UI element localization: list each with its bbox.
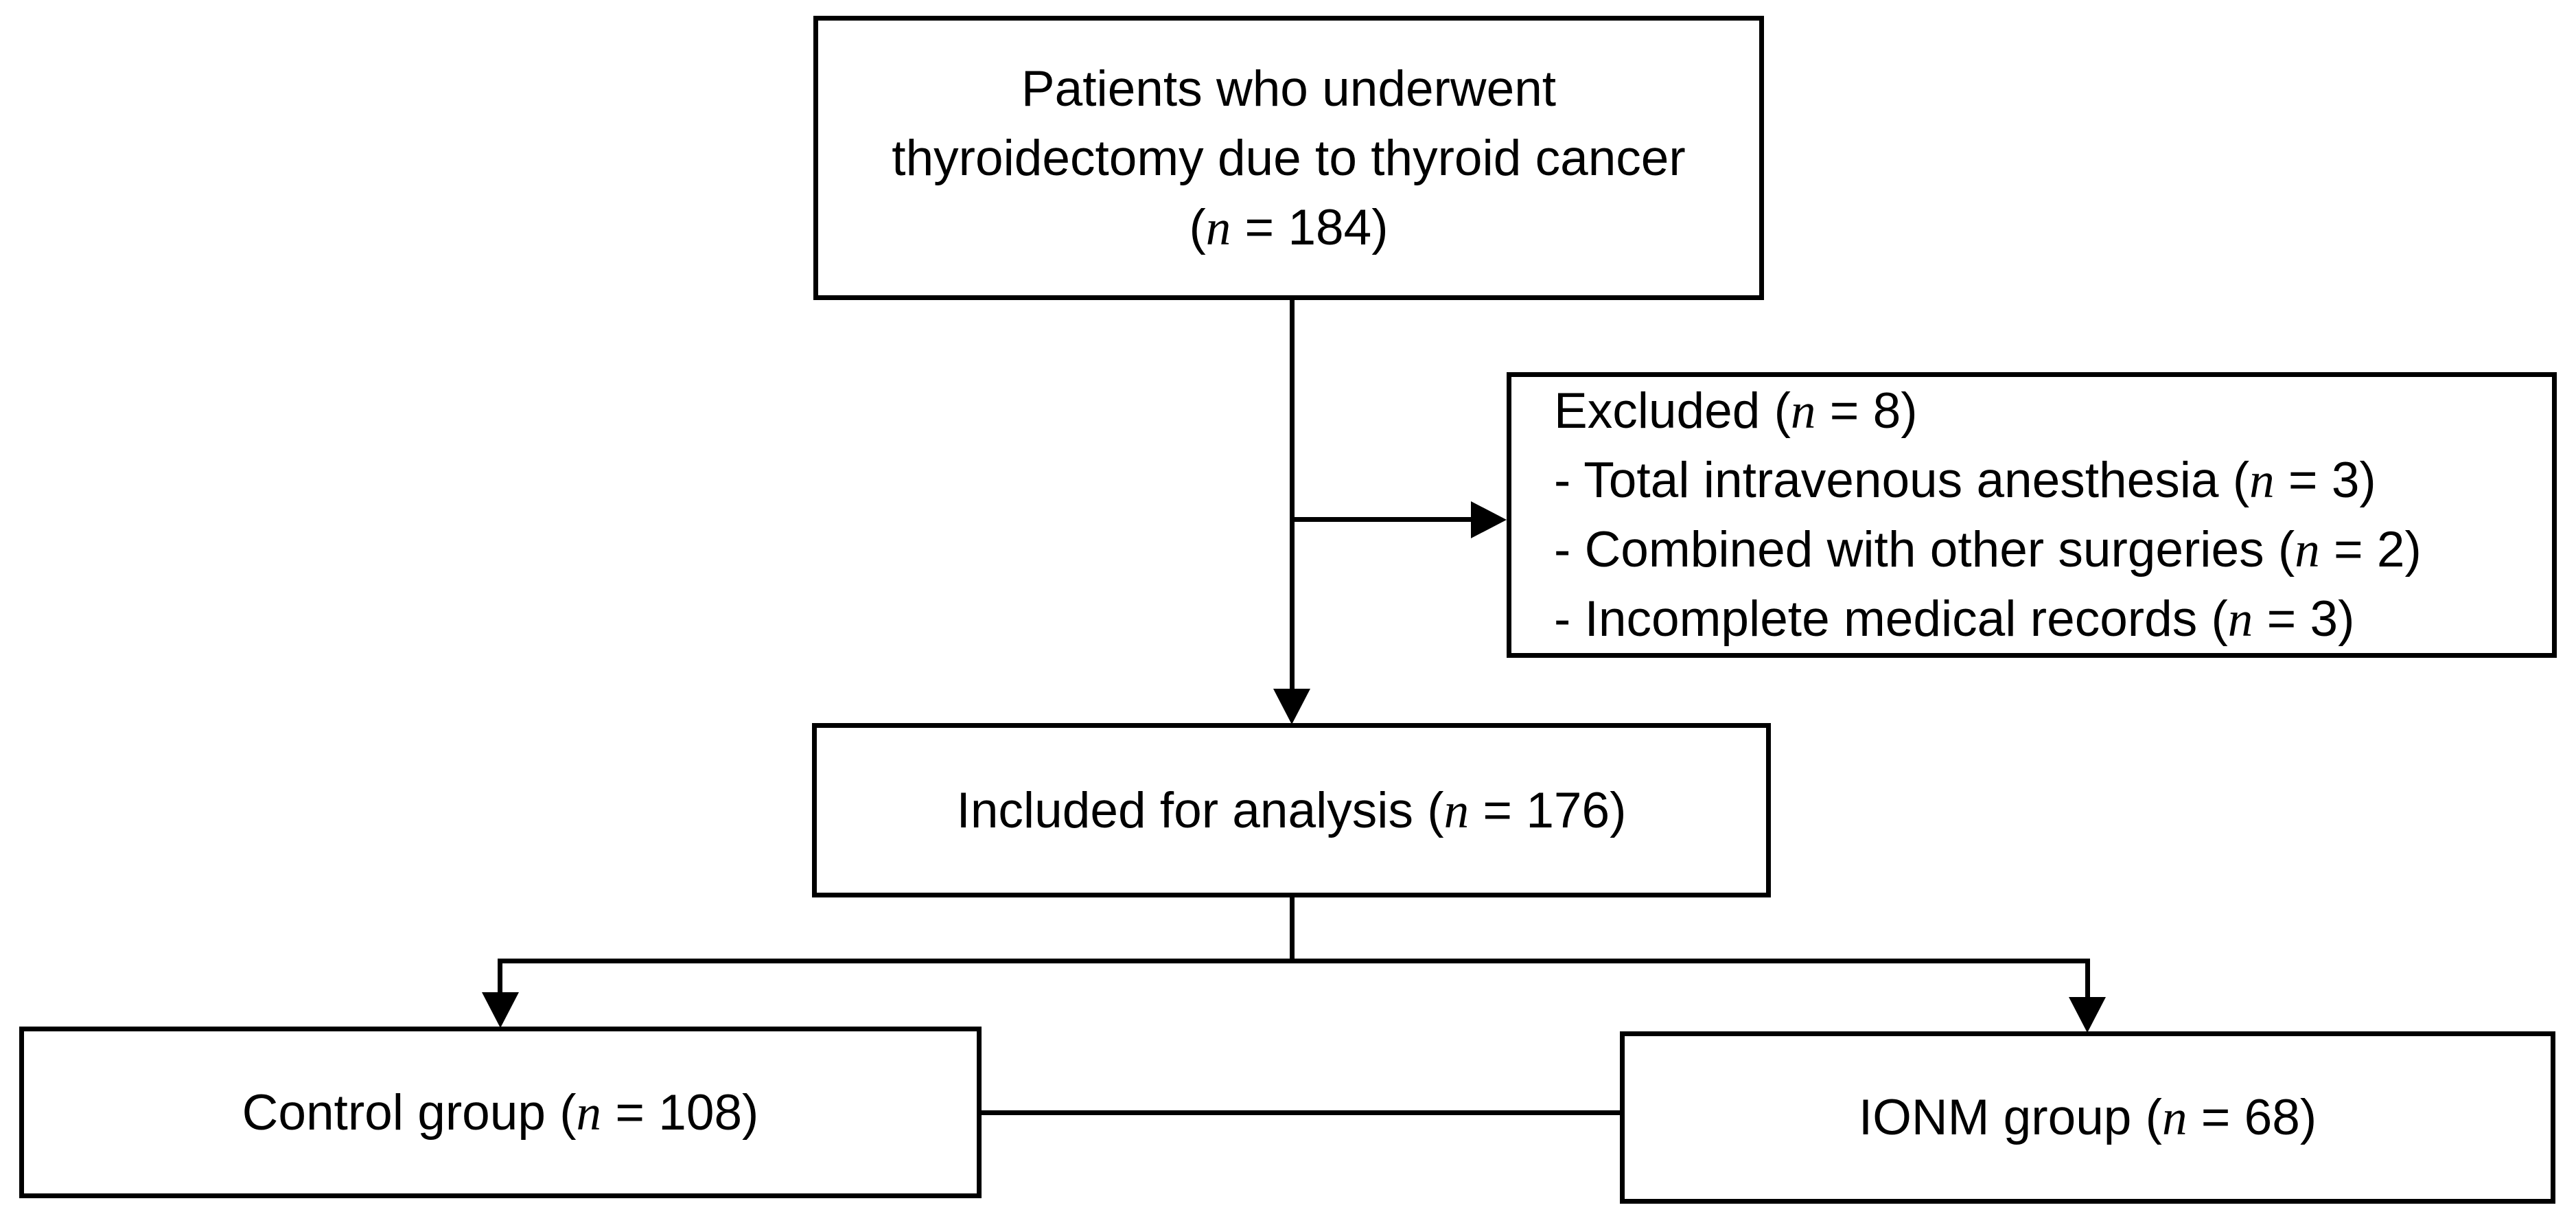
connector-split-horizontal-line (498, 959, 2090, 963)
excluded-text: Excluded (n = 8) - Total intravenous ane… (1511, 376, 2552, 654)
excluded-item-3-n-symbol: n (2227, 591, 2253, 647)
excluded-item-2: - Combined with other surgeries (n = 2) (1554, 515, 2541, 584)
ionm-group-text: IONM group (n = 68) (1625, 1083, 2551, 1152)
ionm-group-label: IONM group (n = 68) (1625, 1083, 2551, 1152)
eligible-line-1: Patients who underwent (1021, 60, 1557, 117)
connector-to-ionm-line (2085, 959, 2090, 1000)
arrowhead-into-control-icon (482, 992, 519, 1028)
eligible-n-symbol: n (1205, 199, 1231, 255)
excluded-item-3: - Incomplete medical records (n = 3) (1554, 584, 2541, 654)
excluded-item-2-n-symbol: n (2295, 522, 2320, 577)
excluded-item-1-prefix: - Total intravenous anesthesia ( (1554, 453, 2250, 508)
control-n-symbol: n (576, 1084, 602, 1141)
control-group-label: Control group (n = 108) (24, 1078, 977, 1147)
excluded-item-1: - Total intravenous anesthesia (n = 3) (1554, 446, 2541, 515)
control-suffix: = 108) (601, 1084, 759, 1141)
flow-box-included: Included for analysis (n = 176) (812, 723, 1771, 897)
control-prefix: Control group ( (242, 1084, 577, 1141)
connector-included-down-line (1290, 896, 1295, 961)
eligible-count-suffix: = 184) (1231, 199, 1389, 255)
control-group-text: Control group (n = 108) (24, 1078, 977, 1147)
flow-box-eligible-patients: Patients who underwent thyroidectomy due… (813, 16, 1764, 300)
connector-to-excluded-line (1292, 517, 1474, 522)
ionm-suffix: = 68) (2187, 1090, 2317, 1145)
connector-to-control-line (498, 959, 502, 996)
arrowhead-into-included-icon (1273, 689, 1310, 724)
excluded-item-1-n-symbol: n (2249, 453, 2275, 508)
included-n-symbol: n (1443, 782, 1470, 838)
eligible-count-prefix: ( (1189, 199, 1206, 255)
excluded-item-1-suffix: = 3) (2274, 453, 2376, 508)
eligible-line-2: thyroidectomy due to thyroid cancer (892, 130, 1686, 186)
ionm-n-symbol: n (2161, 1090, 2188, 1145)
connector-control-ionm-line (980, 1110, 1622, 1115)
connector-eligible-to-included-line (1290, 300, 1295, 691)
excluded-title-n-symbol: n (1790, 383, 1816, 439)
eligible-count-line: (n = 184) (818, 193, 1759, 262)
excluded-item-3-prefix: - Incomplete medical records ( (1554, 591, 2228, 647)
included-label: Included for analysis (n = 176) (817, 776, 1766, 845)
included-prefix: Included for analysis ( (956, 782, 1444, 838)
ionm-prefix: IONM group ( (1858, 1090, 2162, 1145)
arrowhead-into-ionm-icon (2069, 997, 2106, 1033)
excluded-title-prefix: Excluded ( (1554, 383, 1791, 439)
excluded-title: Excluded (n = 8) (1554, 376, 2541, 446)
excluded-item-3-suffix: = 3) (2253, 591, 2355, 647)
included-suffix: = 176) (1469, 782, 1627, 838)
excluded-item-2-prefix: - Combined with other surgeries ( (1554, 522, 2295, 577)
excluded-title-suffix: = 8) (1815, 383, 1918, 439)
eligible-patients-text: Patients who underwent thyroidectomy due… (818, 54, 1759, 262)
excluded-item-2-suffix: = 2) (2319, 522, 2422, 577)
flow-box-ionm-group: IONM group (n = 68) (1620, 1031, 2555, 1204)
included-text: Included for analysis (n = 176) (817, 776, 1766, 845)
flow-box-excluded: Excluded (n = 8) - Total intravenous ane… (1507, 372, 2557, 658)
flow-box-control-group: Control group (n = 108) (19, 1027, 982, 1198)
arrowhead-into-excluded-icon (1471, 501, 1507, 538)
